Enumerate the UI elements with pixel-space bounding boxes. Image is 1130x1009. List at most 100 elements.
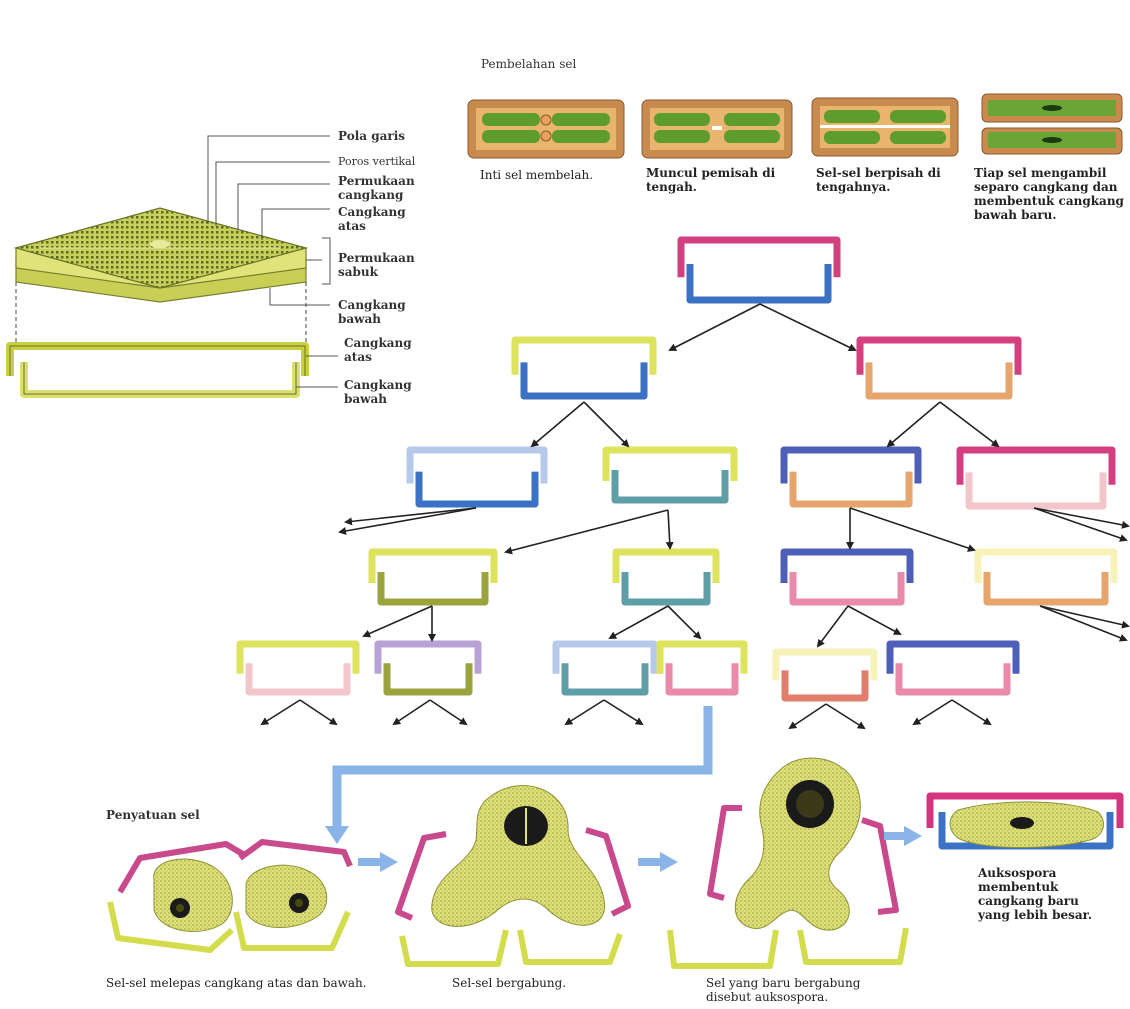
tree-shell-2 bbox=[515, 340, 653, 396]
tree-shell-6 bbox=[784, 450, 918, 504]
shell-lower-valve bbox=[969, 472, 1103, 506]
label-pola-garis: Pola garis bbox=[338, 129, 405, 143]
shell-upper-valve bbox=[556, 644, 654, 674]
shell-upper-valve bbox=[660, 644, 744, 674]
shell-upper-valve bbox=[378, 644, 478, 674]
label-poros-vertikal: Poros vertikal bbox=[338, 155, 415, 169]
tree-arrow bbox=[760, 304, 855, 350]
tree-shell-1 bbox=[681, 240, 837, 300]
shell-lower-valve bbox=[381, 572, 485, 602]
shell-lower-valve bbox=[387, 663, 469, 692]
shell-upper-valve bbox=[890, 644, 1016, 674]
shell-upper-valve bbox=[410, 450, 544, 483]
fusion-arrow-2 bbox=[638, 852, 678, 872]
division-steps bbox=[468, 94, 1122, 158]
shell-lower-valve bbox=[669, 663, 735, 692]
fusion-caption-3: Sel yang baru bergabung disebut auksospo… bbox=[706, 976, 906, 1004]
tree-arrow bbox=[826, 704, 864, 728]
shell-upper-valve bbox=[784, 450, 918, 483]
shell-upper-valve bbox=[978, 552, 1114, 583]
tree-arrow bbox=[430, 700, 466, 724]
fusion-stage-3 bbox=[670, 758, 906, 966]
shell-upper-valve bbox=[681, 240, 837, 277]
tree-arrow bbox=[1034, 508, 1128, 526]
fusion-caption-1: Sel-sel melepas cangkang atas dan bawah. bbox=[106, 976, 426, 990]
shell-lower-valve bbox=[615, 470, 725, 500]
tree-shell-16 bbox=[776, 652, 874, 698]
shell-lower-valve bbox=[625, 572, 707, 602]
division-caption-3: Sel-sel berpisah di tengahnya. bbox=[816, 166, 956, 194]
shell-lower-valve bbox=[987, 572, 1105, 602]
tree-arrow bbox=[532, 402, 584, 446]
division-caption-2: Muncul pemisah di tengah. bbox=[646, 166, 796, 194]
tree-arrow bbox=[818, 606, 848, 646]
shell-upper-valve bbox=[606, 450, 734, 481]
fusion-arrow-3 bbox=[884, 826, 922, 846]
cross-section bbox=[10, 346, 305, 394]
fusion-arrow-1 bbox=[358, 852, 398, 872]
tree-arrow bbox=[850, 508, 974, 550]
label-cangkang-atas: Cangkang atas bbox=[344, 336, 416, 364]
tree-shell-15 bbox=[660, 644, 744, 692]
tree-shell-8 bbox=[372, 552, 494, 602]
tree-arrow bbox=[670, 304, 760, 350]
fusion-title: Penyatuan sel bbox=[106, 808, 200, 822]
division-caption-4: Tiap sel mengambil separo cangkang dan m… bbox=[974, 166, 1124, 222]
tree-arrows bbox=[262, 304, 1128, 728]
tree-shell-11 bbox=[978, 552, 1114, 602]
shell-lower-valve bbox=[869, 362, 1009, 396]
fusion-stage-2 bbox=[398, 786, 628, 964]
tree-arrow bbox=[940, 402, 998, 446]
shell-lower-valve bbox=[419, 472, 535, 504]
tree-arrow bbox=[668, 606, 700, 638]
label-cangkang-bawah: Cangkang bawah bbox=[344, 378, 416, 406]
tree-shell-12 bbox=[240, 644, 356, 692]
shell-upper-valve bbox=[616, 552, 716, 583]
label-permukaan-cangkang: Permukaan cangkang bbox=[338, 174, 430, 202]
tree-shell-4 bbox=[410, 450, 544, 504]
tree-arrow bbox=[888, 402, 940, 446]
label-cangkang-bawah-top: Cangkang bawah bbox=[338, 298, 410, 326]
tree-shell-9 bbox=[616, 552, 716, 602]
shell-lower-valve bbox=[690, 264, 828, 300]
shell-lower-valve bbox=[565, 663, 645, 692]
shell-upper-valve bbox=[784, 552, 910, 583]
tree-shell-5 bbox=[606, 450, 734, 500]
shell-upper-valve bbox=[515, 340, 653, 375]
tree-arrow bbox=[300, 700, 336, 724]
tree-arrow bbox=[604, 700, 642, 724]
tree-arrow bbox=[1034, 508, 1126, 540]
shell-upper-valve bbox=[860, 340, 1018, 375]
label-cangkang-atas-top: Cangkang atas bbox=[338, 205, 410, 233]
fusion-caption-4: Auksospora membentuk cangkang baru yang … bbox=[978, 866, 1096, 922]
shell-upper-valve bbox=[960, 450, 1112, 485]
shell-lower-valve bbox=[793, 572, 901, 602]
division-caption-1: Inti sel membelah. bbox=[480, 168, 630, 182]
tree-shell-10 bbox=[784, 552, 910, 602]
shell-lower-valve bbox=[249, 663, 347, 692]
tree-shell-3 bbox=[860, 340, 1018, 396]
fusion-caption-2: Sel-sel bergabung. bbox=[452, 976, 632, 990]
tree-arrow bbox=[584, 402, 628, 446]
tree-arrow bbox=[610, 606, 668, 638]
tree-arrow bbox=[952, 700, 990, 724]
shell-lower-valve bbox=[785, 670, 865, 698]
tree-arrow bbox=[566, 700, 604, 724]
tree-arrow bbox=[790, 704, 826, 728]
tree-shell-7 bbox=[960, 450, 1112, 506]
tree-arrow bbox=[364, 606, 432, 636]
fusion-stage-4-auxospore bbox=[930, 796, 1120, 848]
tree-shell-17 bbox=[890, 644, 1016, 692]
tree-shell-14 bbox=[556, 644, 654, 692]
shell-lower-valve bbox=[899, 663, 1007, 692]
shell-lower-valve bbox=[524, 362, 644, 396]
shell-upper-valve bbox=[776, 652, 874, 681]
fusion-stage-1 bbox=[110, 842, 350, 950]
shell-lower-valve bbox=[793, 472, 909, 504]
tree-arrow bbox=[914, 700, 952, 724]
label-permukaan-sabuk: Permukaan sabuk bbox=[338, 251, 426, 279]
shell-upper-valve bbox=[372, 552, 494, 583]
division-title: Pembelahan sel bbox=[481, 57, 576, 71]
